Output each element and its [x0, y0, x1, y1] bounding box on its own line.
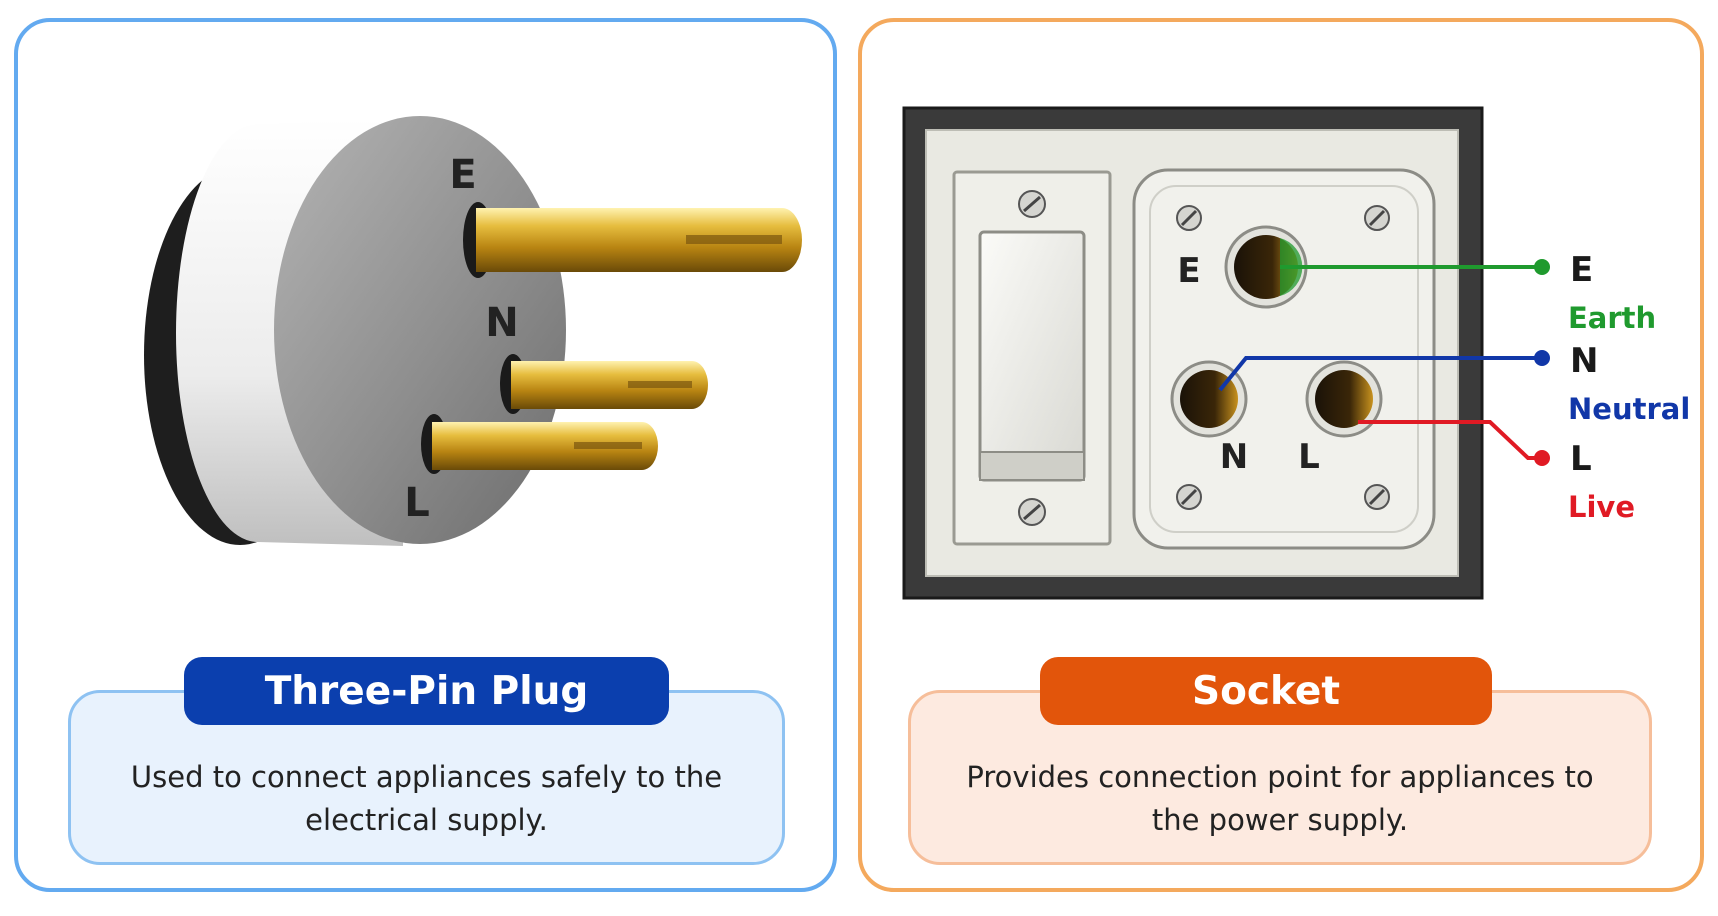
- plug-label-n: N: [485, 300, 518, 346]
- legend-live-letter: L: [1570, 439, 1592, 479]
- legend-earth-letter: E: [1570, 250, 1593, 290]
- switch-screw-bottom: [1018, 498, 1046, 526]
- switch-rocker: [978, 230, 1086, 482]
- legend-neutral-name: Neutral: [1568, 392, 1690, 426]
- plug-title: Three-Pin Plug: [264, 668, 589, 714]
- socket-label-n: N: [1220, 437, 1248, 477]
- socket-screw-bl: [1176, 484, 1202, 510]
- socket-panel: E N L E Earth N Neutral L Live Provides …: [858, 18, 1704, 892]
- neutral-pin: [500, 354, 708, 414]
- earth-pin: [463, 202, 802, 278]
- neutral-connector-line: [1218, 356, 1542, 392]
- switch-screw-top: [1018, 190, 1046, 218]
- earth-connector-dot: [1534, 259, 1550, 275]
- socket-screw-tl: [1176, 205, 1202, 231]
- plug-label-l: L: [404, 480, 430, 526]
- plug-description-box: Used to connect appliances safely to the…: [68, 690, 785, 865]
- socket-screw-br: [1364, 484, 1390, 510]
- live-pin: [421, 414, 658, 474]
- live-connector-dot: [1534, 450, 1550, 466]
- legend-neutral-letter: N: [1570, 341, 1598, 381]
- legend-earth-name: Earth: [1568, 301, 1656, 335]
- socket-label-e: E: [1177, 251, 1200, 291]
- three-pin-plug-illustration: E N L: [144, 116, 802, 546]
- plug-title-badge: Three-Pin Plug: [184, 657, 669, 725]
- socket-illustration: E N L E Earth N Neutral L Live: [902, 106, 1690, 600]
- socket-description-box: Provides connection point for appliances…: [908, 690, 1652, 865]
- plug-label-e: E: [449, 152, 476, 198]
- plug-description: Used to connect appliances safely to the…: [130, 759, 723, 837]
- neutral-connector-dot: [1534, 350, 1550, 366]
- socket-label-l: L: [1298, 437, 1320, 477]
- socket-screw-tr: [1364, 205, 1390, 231]
- legend-live-name: Live: [1568, 490, 1635, 524]
- socket-title: Socket: [1192, 668, 1340, 714]
- socket-description: Provides connection point for appliances…: [966, 759, 1594, 837]
- plug-panel: E N L Used to connect appliances safely …: [14, 18, 837, 892]
- live-hole: [1305, 360, 1383, 438]
- socket-title-badge: Socket: [1040, 657, 1492, 725]
